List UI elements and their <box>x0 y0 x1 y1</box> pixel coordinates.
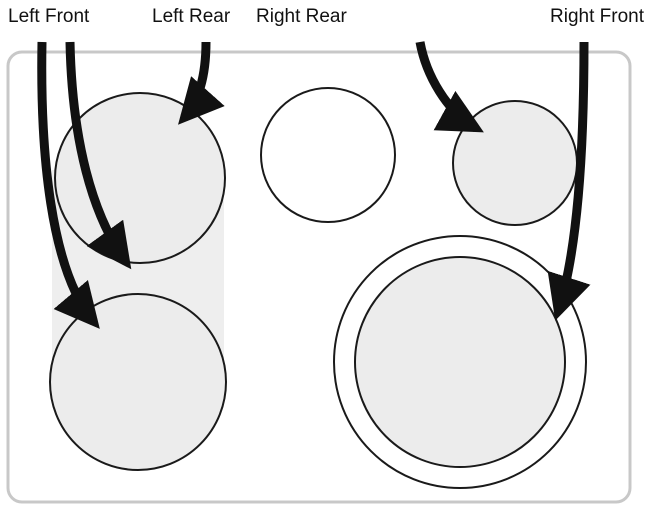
right-rear-label: Right Rear <box>256 6 347 27</box>
left-rear-element <box>54 92 226 264</box>
right-front-label: Right Front <box>550 6 644 27</box>
left-rear-arrow-to-bridge <box>65 41 132 270</box>
right-front-inner-element <box>354 256 566 468</box>
left-rear-label: Left Rear <box>152 6 231 27</box>
left-front-element <box>49 293 227 471</box>
right-rear-element <box>452 100 578 226</box>
left-rear-arrow <box>178 41 225 125</box>
right-rear-arrow <box>415 41 484 133</box>
right-front-arrow <box>547 41 591 321</box>
center-warming-element <box>260 87 396 223</box>
left-front-arrow <box>37 41 100 329</box>
left-front-label: Left Front <box>8 6 90 27</box>
